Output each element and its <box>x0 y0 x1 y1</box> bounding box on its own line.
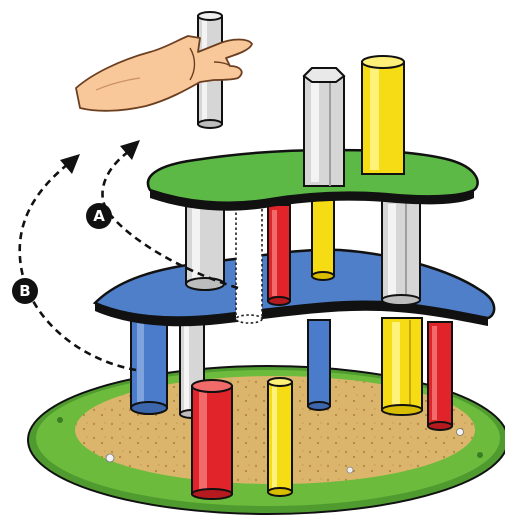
marker-a-label: A <box>93 207 105 225</box>
grey-hex-pillar-middle <box>382 200 420 305</box>
yellow-pillar-top <box>362 56 404 174</box>
red-pillar-front <box>192 380 232 499</box>
marker-b: B <box>12 278 38 304</box>
hand-icon <box>76 36 252 111</box>
arrow-b-head <box>60 154 80 174</box>
grey-hex-pillar-top <box>304 68 344 186</box>
yellow-pillar-middle <box>312 200 334 280</box>
ghost-pillar-dotted <box>236 205 262 323</box>
yellow-pillar-lower <box>382 318 422 415</box>
blue-pillar-middle <box>308 320 330 410</box>
marker-a: A <box>86 203 112 229</box>
arrow-a-head <box>120 140 140 160</box>
marker-b-label: B <box>19 282 30 300</box>
grey-pillar-middle <box>186 200 224 290</box>
arrow-b <box>20 154 136 370</box>
middle-tier <box>95 250 494 327</box>
arrow-b-path <box>20 164 136 370</box>
yellow-pillar-front <box>268 378 292 496</box>
hand-holding-pillar <box>76 12 252 128</box>
red-pillar-middle <box>268 205 290 305</box>
red-pillar-lower <box>428 322 452 430</box>
